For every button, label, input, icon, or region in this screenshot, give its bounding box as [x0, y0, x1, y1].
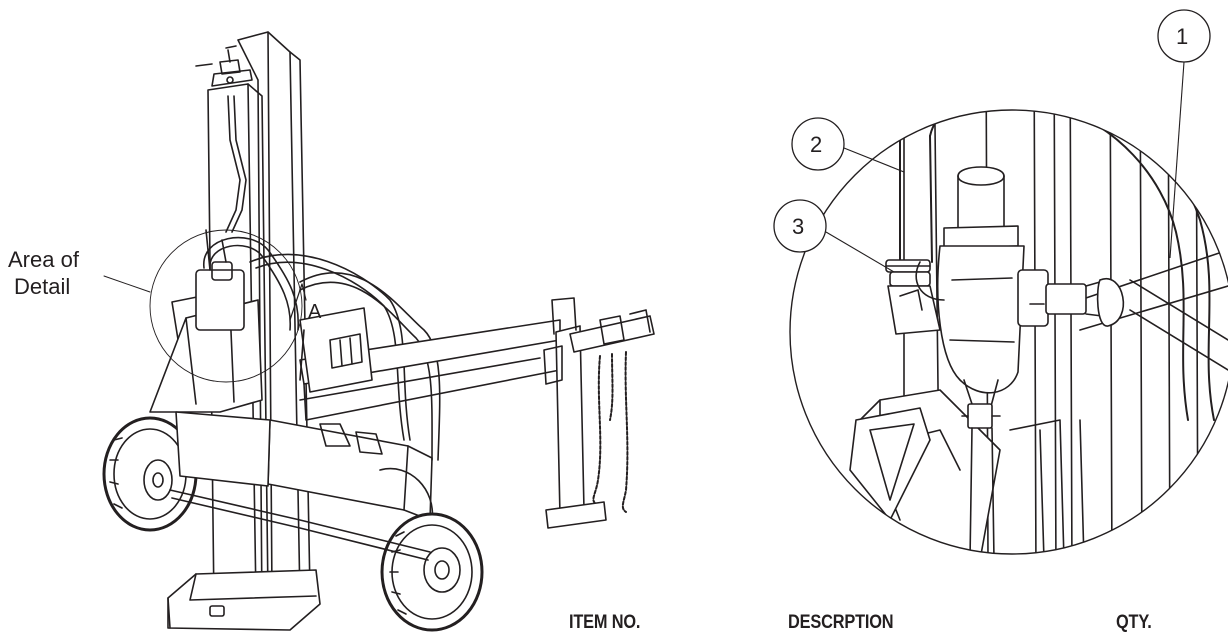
callout-3-leader: [825, 231, 895, 273]
table-header-item-no: ITEM NO.: [569, 612, 641, 633]
callout-2-bubble: [791, 117, 845, 171]
table-header-qty: QTY.: [1116, 612, 1152, 633]
area-of-detail-line2: Detail: [14, 274, 71, 299]
callout-1-leader: [1169, 61, 1185, 259]
detail-marker-letter: A: [308, 301, 322, 323]
table-header-description: DESCRPTION: [788, 612, 894, 633]
detail-view-boundary: [789, 109, 1228, 555]
callout-2-number: 2: [810, 132, 822, 157]
callout-2-leader: [843, 147, 905, 173]
log-splitter-illustration: [102, 31, 655, 632]
callout-1-number: 1: [1176, 24, 1188, 49]
detail-view-illustration: [849, 110, 1228, 554]
callout-3-number: 3: [792, 214, 804, 239]
callout-3-bubble: [773, 199, 827, 253]
area-of-detail-label: Area of Detail: [8, 246, 79, 300]
area-of-detail-line1: Area of: [8, 247, 79, 272]
